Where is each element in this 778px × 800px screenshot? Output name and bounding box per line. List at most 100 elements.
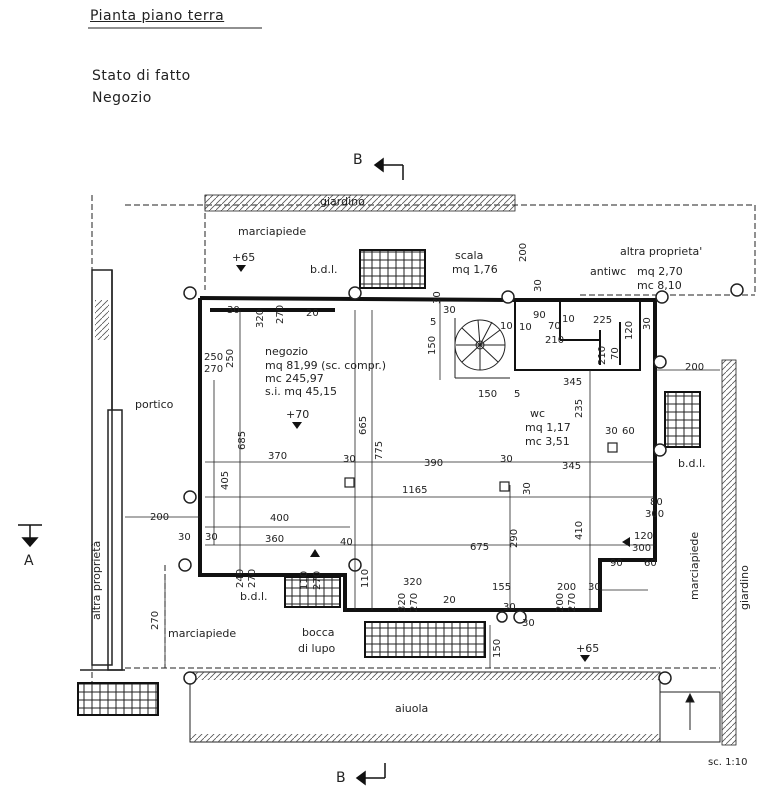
dim-label: 675 [470,542,489,553]
dim-label: 30 [227,305,240,316]
dim-label: 30 [343,454,356,465]
dim-label: 30 [443,305,456,316]
scale-label: sc. 1:10 [708,757,748,768]
drawing-title: Pianta piano terra [90,8,225,24]
section-a-left: A [24,553,34,569]
dim-label: 270 [150,611,161,630]
dim-label: 1165 [402,485,427,496]
level-markers [236,265,590,662]
spiral-stair [454,318,510,379]
dim-label: 80 [650,497,663,508]
scala-area: mq 1,76 [452,263,498,276]
wc-walls [514,300,641,371]
dim-label: 270 [275,305,286,324]
negozio-name: negozio [265,345,308,358]
dim-label: 10 [519,322,532,333]
label-giardino-right: giardino [738,565,751,610]
dim-label: 155 [492,582,511,593]
right-stair [659,691,721,743]
drawing-use: Negozio [92,90,152,106]
dim-label: 120 [624,321,635,340]
dim-label: 70 [610,347,621,360]
pillar-markers [344,442,618,492]
grille-right [664,391,701,448]
dim-label: 775 [374,441,385,460]
scala-name: scala [455,249,483,262]
dim-label: 20 [306,308,319,319]
dim-label: 90 [533,310,546,321]
portico-rubble [95,300,109,340]
dim-label: 300 [632,543,651,554]
dimension-lines [125,300,720,668]
dim-label: 30 [205,532,218,543]
bdl-top: b.d.l. [310,263,338,276]
negozio-area: mq 81,99 (sc. compr.) [265,359,386,372]
wc-name: wc [530,407,545,420]
dim-label: 345 [563,377,582,388]
dim-label: 150 [478,389,497,400]
dim-label: 390 [424,458,443,469]
posts [178,283,744,685]
dim-label: 30 [178,532,191,543]
dim-label: 320 [397,593,408,612]
dim-label: 40 [340,537,353,548]
garden-strip-top [204,194,516,212]
portico-walls [80,269,125,671]
dim-label: 685 [237,431,248,450]
dim-label: 90 [610,558,623,569]
level-top: +65 [232,251,255,264]
antiwc-volume: mc 8,10 [637,279,682,292]
dim-label: 110 [360,569,371,588]
label-marciapiede-bottom: marciapiede [168,627,236,640]
bdl-right: b.d.l. [678,457,706,470]
level-bottom: +65 [576,642,599,655]
dim-label: 270 [247,569,258,588]
dim-label: 200 [150,512,169,523]
label-bocca: bocca [302,626,335,639]
dim-label: 10 [500,321,513,332]
dim-label: 370 [268,451,287,462]
dim-label: 200 [555,593,566,612]
negozio-volume: mc 245,97 [265,372,324,385]
drawing-state: Stato di fatto [92,68,191,84]
label-altra-proprieta-left: altra proprietà [90,541,103,620]
label-giardino-top: giardino [320,195,365,208]
bdl-bottom: b.d.l. [240,590,268,603]
grille-top [359,249,426,289]
wc-area: mq 1,17 [525,421,571,434]
dim-label: 240 [235,569,246,588]
dim-label: 235 [574,399,585,418]
dim-label: 120 [634,531,653,542]
grille-bottom-left [284,576,341,608]
label-aiuola: aiuola [395,702,428,715]
dim-label: 345 [562,461,581,472]
dim-label: 30 [522,482,533,495]
dim-label: 210 [597,346,608,365]
grille-left-bottom [77,682,159,716]
dim-label: 290 [509,529,520,548]
dim-label: 270 [567,593,578,612]
dim-label: 200 [685,362,704,373]
dim-label: 150 [427,336,438,355]
dim-label: 250 [225,349,236,368]
dimension-labels: 200 30 30 30 320 270 20 30 5 150 10 10 7… [150,243,704,658]
dim-label: 300 [645,509,664,520]
dim-label: 5 [430,317,436,328]
dim-label: 5 [514,389,520,400]
dim-label: 10 [562,314,575,325]
label-altra-proprieta-top: altra proprieta' [620,245,702,258]
dim-label: 30 [432,291,443,304]
antiwc-area: mq 2,70 [637,265,683,278]
dim-label: 270 [409,593,420,612]
dim-label: 60 [622,426,635,437]
dim-label: 70 [548,321,561,332]
dim-label: 410 [574,521,585,540]
dim-label: 405 [220,471,231,490]
dim-label: 250 [204,352,223,363]
dim-label: 320 [255,309,266,328]
dim-label: 30 [503,602,516,613]
label-portico: portico [135,398,174,411]
dim-label: 30 [500,454,513,465]
dim-label: 200 [518,243,529,262]
section-marks [18,157,404,786]
